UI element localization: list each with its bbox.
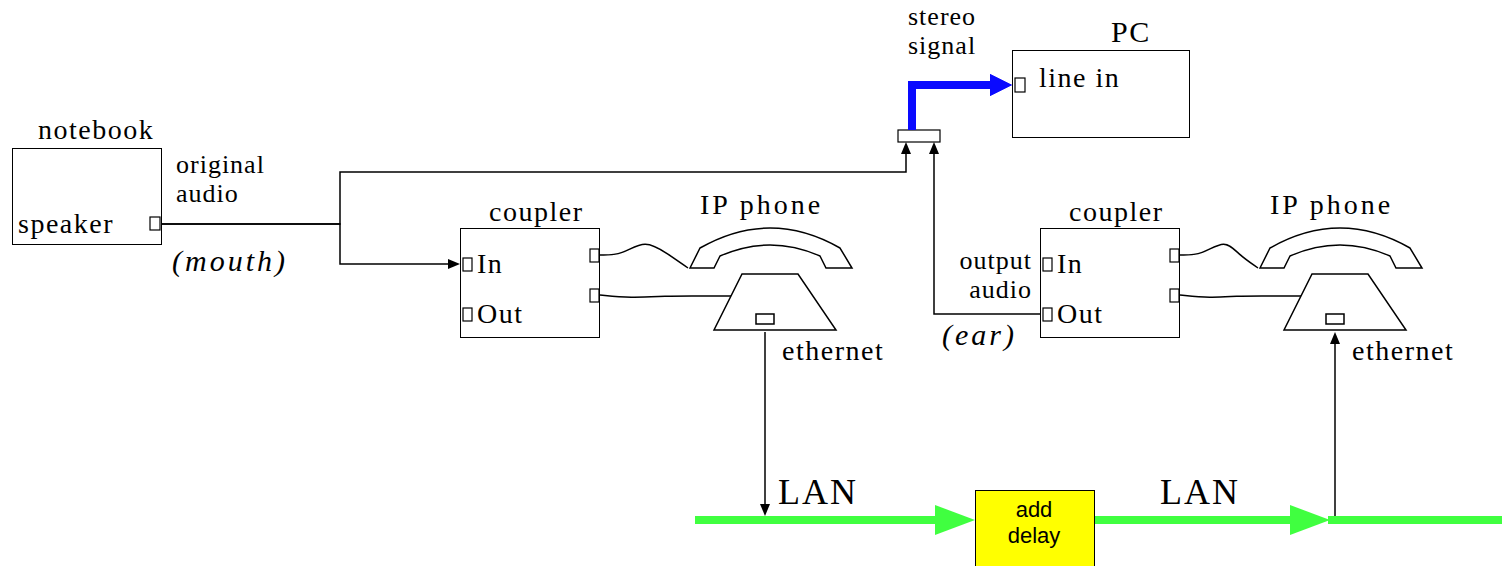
audio-wire bbox=[934, 148, 1040, 314]
network-label: LAN bbox=[1160, 472, 1240, 512]
connector bbox=[1095, 332, 1340, 535]
signal-name: stereo signal bbox=[908, 2, 1004, 60]
lan-bus bbox=[695, 516, 1502, 524]
in-jack bbox=[463, 258, 472, 271]
port-name: speaker bbox=[18, 209, 114, 239]
handset-cord bbox=[1180, 295, 1301, 297]
arrowhead bbox=[1290, 505, 1330, 535]
arrowhead bbox=[929, 142, 939, 154]
arrowheads bbox=[760, 504, 770, 516]
handset-cord bbox=[600, 295, 731, 297]
ip-phone: IP phone bbox=[688, 190, 854, 332]
signal-role: (mouth) bbox=[172, 244, 288, 278]
process-label: add delay bbox=[1002, 497, 1066, 549]
line-in-jack bbox=[1015, 78, 1025, 92]
connector bbox=[162, 74, 1012, 224]
arrowhead bbox=[1330, 332, 1340, 344]
signal-name: original audio bbox=[176, 150, 276, 208]
out-jack bbox=[463, 308, 472, 321]
arrowheads bbox=[929, 142, 939, 154]
port-jacks bbox=[150, 78, 1179, 321]
stereo-junction bbox=[898, 130, 940, 142]
ethernet-port bbox=[756, 314, 774, 324]
in-jack bbox=[1043, 258, 1052, 271]
arrowhead bbox=[935, 505, 975, 535]
coupler-box: couplerInOut bbox=[1040, 228, 1180, 338]
coupler-box: couplerInOut bbox=[460, 228, 600, 338]
phone-jack bbox=[1170, 249, 1179, 262]
ethernet-cable bbox=[1334, 338, 1336, 516]
handset bbox=[690, 228, 852, 268]
arrowheads bbox=[448, 259, 460, 269]
arrowheads bbox=[1290, 505, 1330, 535]
arrowheads bbox=[990, 74, 1012, 96]
network-label: LAN bbox=[778, 472, 858, 512]
arrowhead bbox=[448, 259, 460, 269]
node-heading: IP phone bbox=[1270, 190, 1393, 220]
port-name: ethernet bbox=[1352, 336, 1454, 366]
lan-bus-segment bbox=[695, 516, 767, 524]
lan-bus-segment bbox=[1328, 516, 1502, 524]
arrowheads bbox=[990, 74, 1012, 96]
connector bbox=[1180, 295, 1301, 297]
connector bbox=[600, 295, 731, 297]
port-name: ethernet bbox=[782, 336, 884, 366]
phone-jack bbox=[590, 289, 599, 302]
arrowhead bbox=[760, 504, 770, 516]
connector bbox=[1180, 244, 1258, 268]
port-name: In bbox=[1057, 249, 1083, 279]
connector bbox=[760, 332, 975, 535]
arrowheads bbox=[901, 142, 911, 154]
stereo-wire bbox=[912, 85, 1001, 130]
ethernet-port bbox=[1326, 314, 1344, 324]
arrowhead bbox=[990, 74, 1012, 96]
node-heading: coupler bbox=[1069, 197, 1163, 227]
port-name: In bbox=[477, 249, 503, 279]
node-heading: IP phone bbox=[700, 190, 823, 220]
connector bbox=[600, 244, 688, 268]
phone-jack bbox=[590, 249, 599, 262]
ethernet-cable bbox=[764, 332, 766, 510]
phone-jack bbox=[1170, 289, 1179, 302]
stereo-wire bbox=[912, 85, 1001, 130]
lan-bus bbox=[1095, 516, 1310, 524]
signal-name: output audio bbox=[938, 246, 1032, 304]
handset-cord bbox=[1180, 244, 1258, 268]
arrowheads bbox=[1330, 332, 1340, 344]
notebook-box: notebookspeaker bbox=[12, 148, 162, 245]
phone-base bbox=[714, 274, 836, 330]
handset bbox=[1260, 228, 1422, 268]
speaker-jack bbox=[150, 217, 160, 230]
ip-phone: IP phone bbox=[1258, 190, 1424, 332]
arrowheads bbox=[935, 505, 975, 535]
phone-base bbox=[1284, 274, 1406, 330]
node-heading: notebook bbox=[38, 115, 154, 145]
arrowhead bbox=[901, 142, 911, 154]
delay-box: add delay bbox=[975, 490, 1095, 566]
node-heading: PC bbox=[1111, 17, 1151, 47]
pc-box: PCline in bbox=[1012, 50, 1190, 138]
signal-role: (ear) bbox=[942, 318, 1017, 352]
port-name: line in bbox=[1039, 63, 1120, 93]
arrowhead bbox=[990, 74, 1012, 96]
out-jack bbox=[1043, 308, 1052, 321]
lan-bus bbox=[765, 516, 955, 524]
port-name: Out bbox=[477, 299, 524, 329]
connector bbox=[912, 74, 1040, 314]
port-name: Out bbox=[1057, 299, 1104, 329]
handset-cord bbox=[600, 244, 688, 268]
node-heading: coupler bbox=[489, 197, 583, 227]
